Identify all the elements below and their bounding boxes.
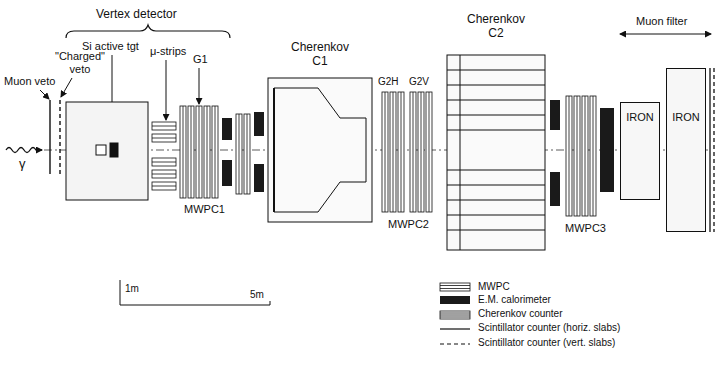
legend-text: E.M. calorimeter <box>478 294 551 306</box>
part-label: μ-strips <box>150 45 186 58</box>
iron-absorber: IRON <box>620 102 660 200</box>
muon-scintillators <box>710 68 714 232</box>
legend-text: MWPC <box>478 281 510 293</box>
node-text: C2 <box>488 26 503 40</box>
cherenkov-counter: CherenkovC1 <box>268 40 372 222</box>
legend-samples <box>440 283 470 344</box>
region-label: Muon filter <box>636 15 687 28</box>
node-text: Cherenkov <box>291 40 349 54</box>
scale-bar <box>120 280 270 305</box>
chamber-label: G2H <box>378 76 399 88</box>
beam-symbol: γ <box>19 157 26 172</box>
chamber-label: MWPC2 <box>388 218 429 231</box>
node-text: Cherenkov <box>467 12 525 26</box>
chamber-label: MWPC3 <box>565 222 606 235</box>
node-text: C1 <box>312 54 327 68</box>
photon-beam <box>6 148 42 153</box>
vertex-box <box>66 102 148 200</box>
cherenkov-c2 <box>447 55 545 250</box>
chamber-label: G2V <box>409 76 429 88</box>
iron-absorber: IRON <box>666 68 706 232</box>
chamber-label: G1 <box>193 53 208 66</box>
muon-filter-arrow <box>620 34 711 35</box>
cherenkov-counter: CherenkovC2 <box>447 12 545 250</box>
veto-label: Muon veto <box>4 75 55 88</box>
legend-text: Cherenkov counter <box>478 308 563 320</box>
node-text: IRON <box>672 111 700 124</box>
veto-label: "Charged" veto <box>50 50 110 75</box>
scale-label: 1m <box>125 283 139 295</box>
legend-text: Scintillator counter (horiz. slabs) <box>478 322 620 334</box>
veto-counters <box>50 100 60 174</box>
node-text: IRON <box>626 111 654 124</box>
vertex-bracket <box>66 25 230 38</box>
cherenkov-c1 <box>268 78 372 222</box>
legend-swatch <box>440 296 470 304</box>
scale-label: 5m <box>250 289 264 301</box>
legend-text: Scintillator counter (vert. slabs) <box>478 337 615 349</box>
micro-strips <box>152 122 176 190</box>
chamber-label: MWPC1 <box>184 203 225 216</box>
part-label: Si active tgt <box>82 40 139 53</box>
title-text: Vertex detector <box>96 8 177 22</box>
